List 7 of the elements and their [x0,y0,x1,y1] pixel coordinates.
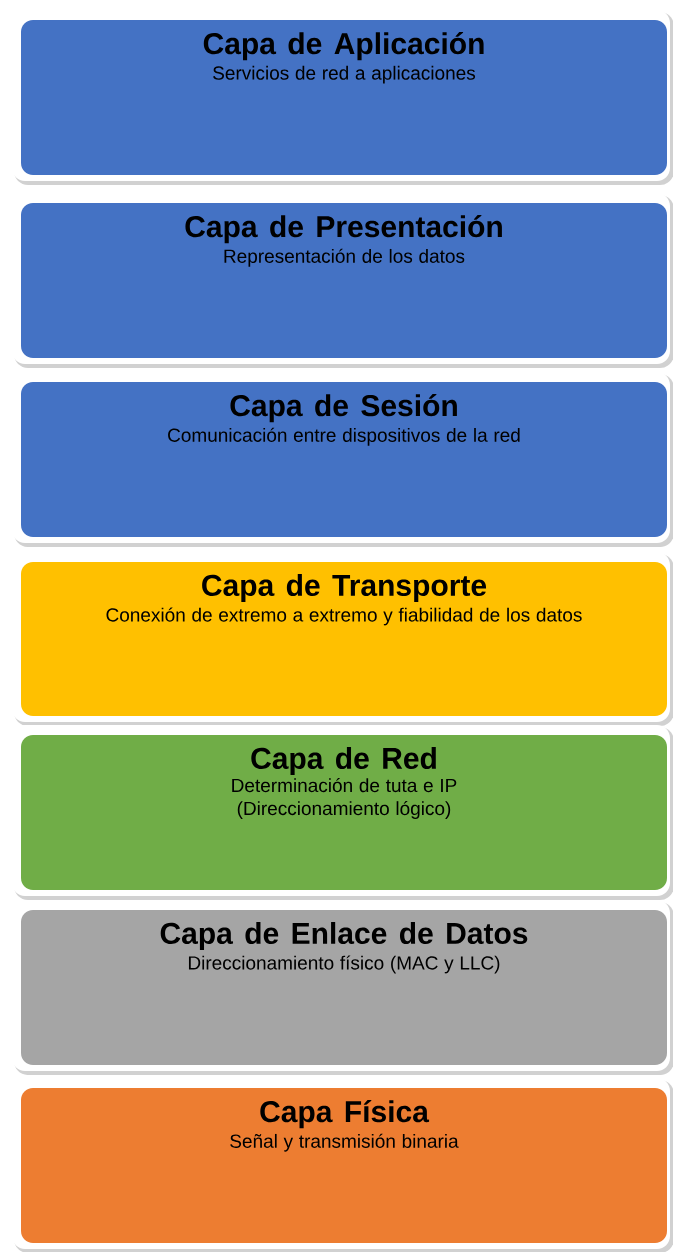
layer-box: Capa de Aplicación Servicios de red a aplicaciones [12,10,673,185]
layer-box: Capa Física Señal y transmisión binaria [12,1078,673,1252]
layer-box: Capa de Sesión Comunicación entre dispositivos de la red [12,372,673,547]
layer-box: Capa de Enlace de Datos Direccionamiento físico (MAC y LLC) [12,900,673,1075]
layer-box: Capa de Red Determinación de tuta e IP (Direccionamiento lógico) [12,725,673,900]
layer-box: Capa de Presentación Representación de los datos [12,193,673,368]
layer-box: Capa de Transporte Conexión de extremo a extremo y fiabilidad de los datos [12,552,673,726]
